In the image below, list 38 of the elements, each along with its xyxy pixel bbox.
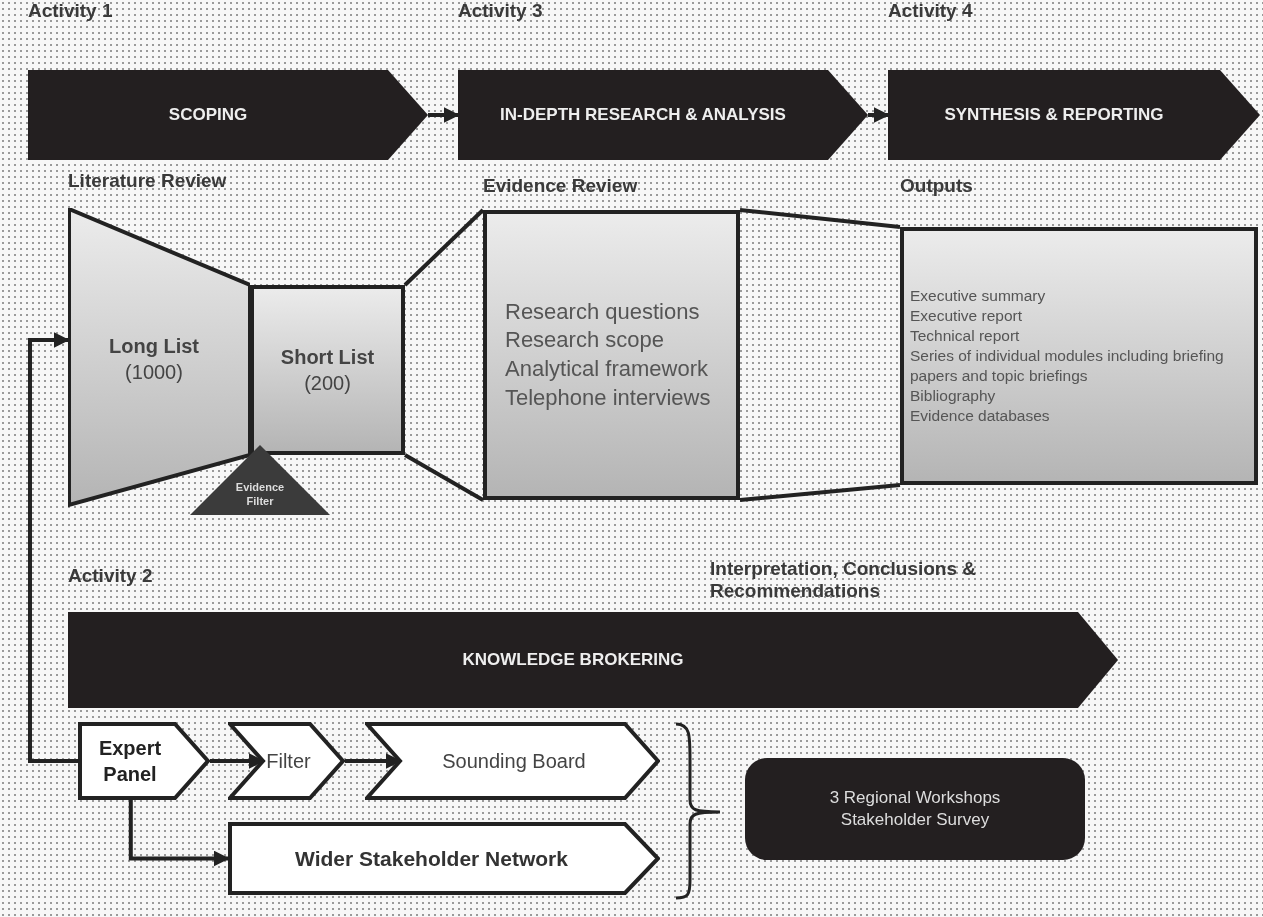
section-heading: Activity 3 [458,0,543,22]
node-label: Filter [265,749,312,774]
section-heading: Activity 2 [68,565,153,587]
list-item: Analytical framework [505,355,709,383]
list-item: Evidence databases [910,406,1051,427]
node-label: Wider Stakeholder Network [294,845,569,872]
connector-line [739,483,901,502]
node-label: Evidence Filter [234,479,286,509]
list-item: Executive summary [910,285,1047,306]
list-item: Executive report [910,305,1023,326]
arrow [128,800,230,867]
node-label: IN-DEPTH RESEARCH & ANALYSIS [499,103,787,126]
node-label: Long List (1000) [108,334,200,385]
list-item: Bibliography [910,386,997,407]
node-label: SYNTHESIS & REPORTING [943,103,1165,126]
connector-line [403,208,485,287]
node-label: Sounding Board [441,749,587,774]
annotation-text: Interpretation, Conclusions & Recommendations [710,558,978,602]
section-heading: Literature Review [68,170,227,192]
arrow [428,107,460,123]
arrow [28,331,78,763]
list-item: Research scope [505,326,665,355]
list-item: Research questions [505,297,701,326]
section-heading: Evidence Review [483,175,638,197]
node-label: Expert Panel [97,736,163,787]
section-heading: Activity 4 [888,0,973,22]
arrow [868,107,890,123]
section-heading: Activity 1 [28,0,113,22]
list-item: Technical report [910,325,1021,346]
connector-line [739,208,901,229]
list-item: Telephone interviews [505,383,712,412]
section-heading: Outputs [900,175,973,197]
node-label: SCOPING [167,103,249,126]
node-label: Short List (200) [279,345,376,396]
node-label: KNOWLEDGE BROKERING [461,648,685,671]
node-label: 3 Regional Workshops [828,786,1002,809]
list-item: Series of individual modules including briefing papers and topic briefings [910,345,1225,387]
node-label: Stakeholder Survey [839,809,991,831]
